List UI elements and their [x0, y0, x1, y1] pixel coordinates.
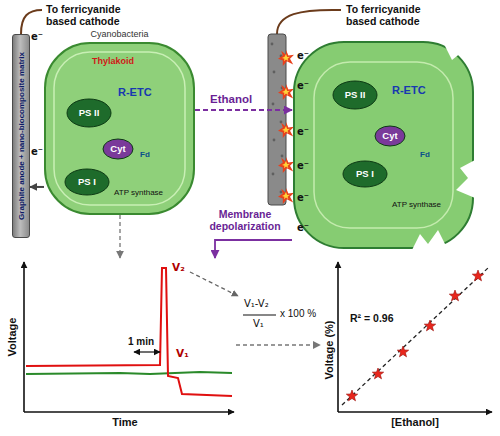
voltage-mark: V₁: [176, 347, 189, 359]
chart-panel: VoltageTime: [4, 258, 236, 432]
voltage-mark: V₂: [172, 261, 185, 273]
atp-synthase-label: ATP synthase: [392, 200, 441, 209]
grain: [273, 139, 276, 142]
time-span-label: 1 min: [128, 336, 154, 348]
fraction-bar: [243, 314, 276, 315]
complex-label: PS II: [79, 108, 100, 119]
thylakoid-label: Thylakoid: [92, 56, 134, 66]
formula-denominator: V₁: [253, 318, 264, 330]
membrane-rupture: [442, 40, 475, 70]
complex-shape: [67, 99, 111, 127]
burst: [278, 84, 294, 100]
thylakoid-membrane: [54, 52, 185, 205]
cathode-note: To ferricyanide based cathode: [346, 3, 446, 27]
thylakoid-membrane: [314, 62, 453, 228]
atp-synthase-label: ATP synthase: [114, 188, 163, 197]
burst: [278, 157, 294, 173]
fd-label: Fd: [140, 150, 150, 159]
formula-numerator: V₁-V₂: [244, 298, 269, 310]
complex-label: PS II: [345, 90, 366, 101]
anode-rod: Graphite anode + nano-biocomposite matri…: [12, 34, 30, 238]
complex-shape: [103, 139, 133, 159]
y-axis: [23, 262, 25, 412]
electron-label: e⁻: [297, 50, 309, 62]
complex-shape: [343, 161, 387, 187]
y-axis: [337, 262, 339, 412]
grain: [280, 121, 283, 124]
electron-label: e⁻: [297, 160, 309, 172]
electron-label: e⁻: [31, 146, 43, 158]
connector-arrow: [119, 215, 121, 258]
protein-complex: Cyt: [102, 138, 134, 160]
complex-shape: [333, 81, 377, 109]
grain: [271, 43, 274, 46]
complex-label: PS I: [356, 169, 374, 180]
connector-arrow: [236, 344, 320, 346]
grain: [281, 155, 284, 158]
regression-line: [342, 268, 488, 405]
time-span: [134, 351, 160, 352]
burst: [278, 188, 294, 204]
complex-shape: [65, 169, 109, 195]
leader-arrow: [190, 272, 238, 296]
protein-complex: Cyt: [374, 125, 406, 147]
rod-texture: [271, 43, 284, 194]
connector-label: Membrane depolarization: [200, 208, 290, 232]
data-star: [449, 290, 460, 301]
fd-label: Fd: [420, 150, 430, 159]
electron-label: e⁻: [297, 126, 309, 138]
retc-label: R-ETC: [392, 84, 426, 97]
cathode-note: To ferricyanide based cathode: [46, 3, 146, 27]
data-star: [346, 390, 357, 401]
cell-heading: Cyanobacteria: [44, 28, 195, 41]
complex-label: PS I: [78, 177, 96, 188]
cable: [277, 10, 341, 34]
connector-arrow: [215, 240, 292, 258]
burst: [278, 122, 294, 138]
complex-label: Cyt: [382, 131, 397, 142]
connector-arrow: [195, 109, 292, 111]
grain: [272, 103, 275, 106]
data-star: [397, 346, 408, 357]
electron-label: e⁻: [297, 80, 309, 92]
y-axis-label: Voltage: [6, 318, 18, 357]
complex-shape: [375, 126, 405, 146]
grain: [272, 173, 275, 176]
connector-label: Ethanol: [210, 93, 252, 106]
protein-complex: PS II: [66, 98, 112, 128]
data-star: [472, 270, 483, 281]
data-star: [424, 320, 435, 331]
cell-body: [294, 42, 473, 248]
x-axis-label: [Ethanol]: [391, 416, 439, 428]
control-trace: [26, 372, 232, 374]
membrane-rupture: [412, 230, 448, 250]
anode-label: Graphite anode + nano-biocomposite matri…: [17, 52, 26, 220]
grain: [273, 71, 276, 74]
electron-label: e⁻: [31, 31, 43, 43]
membrane-rupture: [456, 160, 475, 198]
protein-complex: PS I: [64, 168, 110, 196]
cable: [21, 10, 42, 34]
electron-label: e⁻: [297, 192, 309, 204]
burst: [278, 50, 294, 66]
x-axis: [24, 411, 234, 413]
y-axis-label: Voltage (%): [323, 320, 335, 379]
connector-arrow: [30, 186, 44, 188]
depolarized-cell: PS II Cyt PS I: [292, 40, 475, 250]
data-star: [372, 368, 383, 379]
chart-panel: Voltage (%) [Ethanol]: [320, 258, 496, 432]
fit-label: R² = 0.96: [350, 312, 393, 324]
electron-label: e⁻: [297, 222, 309, 234]
formula-factor: x 100 %: [280, 308, 316, 320]
x-axis-label: Time: [112, 416, 137, 428]
x-axis: [338, 411, 492, 413]
protein-complex: PS I: [342, 160, 388, 188]
cell-body: [45, 43, 194, 214]
ethanol-trace: [26, 268, 232, 396]
protein-complex: PS II: [332, 80, 378, 110]
complex-label: Cyt: [110, 144, 125, 155]
retc-label: R-ETC: [118, 86, 152, 99]
